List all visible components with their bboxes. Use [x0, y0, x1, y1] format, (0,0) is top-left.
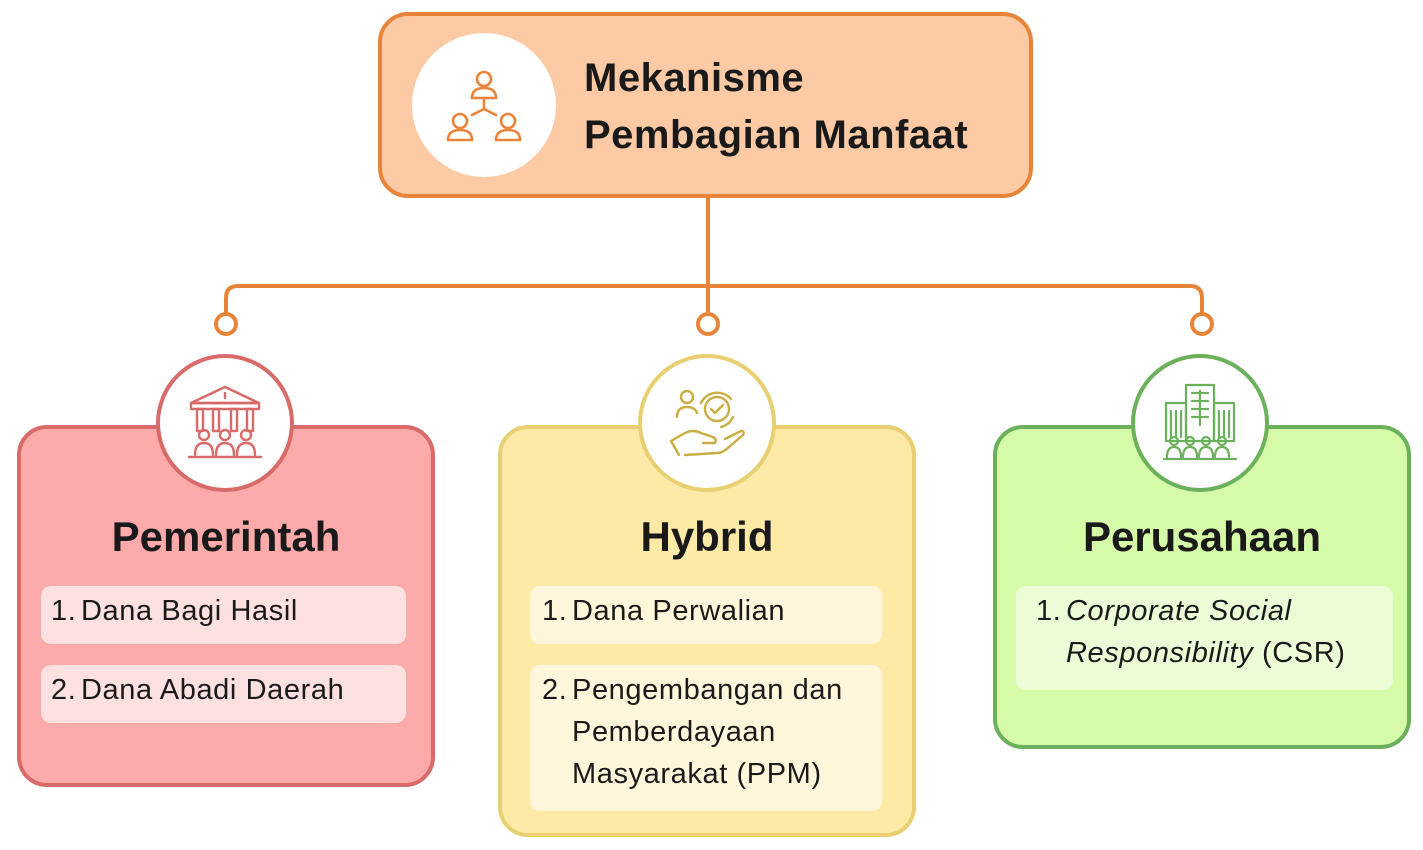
government-building-icon: [187, 385, 263, 459]
item-text: Dana Abadi Daerah: [81, 674, 345, 706]
list-item: 1. Dana Perwalian: [530, 586, 882, 644]
company-building-icon: [1162, 383, 1238, 461]
hand-holding-people-icon: [669, 389, 745, 457]
list-item: 2. Pengembangan dan Pemberdayaan Masyara…: [530, 665, 882, 811]
card-title-perusahaan: Perusahaan: [1082, 513, 1322, 560]
connector-node-left: [214, 312, 238, 336]
title-box: Mekanisme Pembagian Manfaat: [378, 12, 1033, 198]
diagram-title: Mekanisme Pembagian Manfaat: [584, 50, 1024, 164]
item-number: 2.: [51, 674, 77, 706]
connector-node-center: [696, 312, 720, 336]
item-text: Pengembangan dan Pemberdayaan Masyarakat…: [572, 674, 843, 790]
connector-node-right: [1190, 312, 1214, 336]
hybrid-icon-circle: [638, 354, 776, 492]
title-line-2: Pembagian Manfaat: [584, 113, 969, 157]
item-number: 1.: [1036, 595, 1062, 627]
perusahaan-icon-circle: [1131, 354, 1269, 492]
item-text: Corporate Social Responsibility (CSR): [1066, 590, 1385, 690]
item-text-rest: (CSR): [1253, 637, 1346, 669]
pemerintah-icon-circle: [156, 354, 294, 492]
item-number: 1.: [51, 595, 77, 627]
list-item: 1. Corporate Social Responsibility (CSR): [1016, 586, 1393, 690]
item-text-italic: Corporate Social Responsibility: [1066, 595, 1292, 669]
item-text: Dana Perwalian: [572, 595, 786, 627]
title-icon-circle: [412, 33, 556, 177]
card-hybrid: Hybrid 1. Dana Perwalian 2. Pengembangan…: [498, 425, 916, 837]
item-number: 2.: [542, 674, 568, 706]
title-line-1: Mekanisme: [584, 56, 805, 100]
card-title-hybrid: Hybrid: [640, 513, 774, 560]
people-network-icon: [446, 70, 522, 142]
list-item: 2. Dana Abadi Daerah: [41, 665, 406, 723]
list-item: 1. Dana Bagi Hasil: [41, 586, 406, 644]
item-text: Dana Bagi Hasil: [81, 595, 298, 627]
item-number: 1.: [542, 595, 568, 627]
card-title-pemerintah: Pemerintah: [111, 513, 341, 560]
